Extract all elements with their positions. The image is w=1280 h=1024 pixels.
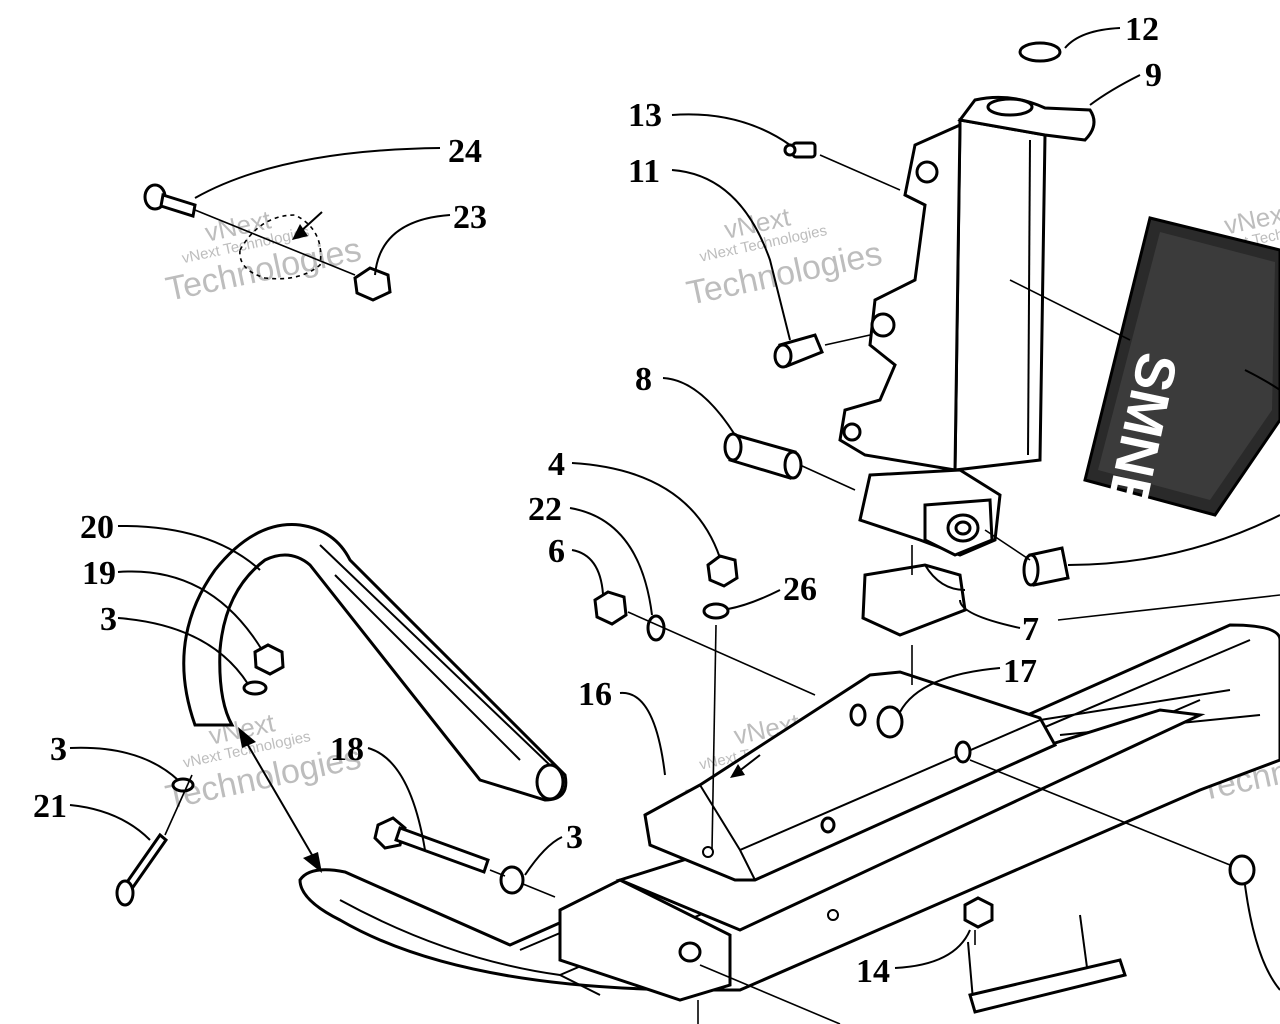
assembly-arrow-left bbox=[238, 727, 322, 873]
callout-26: 26 bbox=[783, 571, 817, 608]
bushing-8-part bbox=[723, 432, 803, 480]
spindle-housing bbox=[838, 95, 1096, 557]
callout-17: 17 bbox=[1003, 653, 1037, 690]
callout-24: 24 bbox=[448, 133, 482, 170]
assembly-arrow-top-left bbox=[292, 211, 323, 240]
nut-23-part bbox=[353, 266, 392, 302]
bushing-ghost-part bbox=[239, 214, 322, 280]
callout-8: 8 bbox=[635, 361, 652, 398]
bolt-18-part bbox=[373, 816, 490, 874]
nut-14-part bbox=[963, 896, 994, 929]
grease-fitting-part bbox=[783, 141, 817, 159]
callout-22: 22 bbox=[528, 491, 562, 528]
callout-3-upper: 3 bbox=[100, 601, 117, 638]
nut-6-part bbox=[593, 590, 628, 626]
callout-6: 6 bbox=[548, 533, 565, 570]
callout-16: 16 bbox=[578, 676, 612, 713]
callout-14: 14 bbox=[856, 953, 890, 990]
callout-12: 12 bbox=[1125, 11, 1159, 48]
callout-11: 11 bbox=[628, 153, 660, 190]
washer-3c-part bbox=[499, 865, 525, 895]
bolt-24-part bbox=[143, 183, 197, 218]
assembly-centerlines bbox=[164, 154, 1280, 1024]
nut-19-part bbox=[253, 643, 285, 676]
decal-panel: SMNE bbox=[1083, 216, 1280, 519]
wear-bar-part bbox=[967, 914, 1127, 1014]
bolt-21-part bbox=[115, 832, 169, 907]
washer-22-part bbox=[646, 614, 666, 642]
assembly-arrow-center bbox=[730, 754, 761, 778]
callout-19: 19 bbox=[82, 555, 116, 592]
callout-7: 7 bbox=[1022, 611, 1039, 648]
callout-20: 20 bbox=[80, 509, 114, 546]
bushing-11-part bbox=[773, 333, 824, 369]
rubber-block-part bbox=[861, 563, 967, 637]
callout-9: 9 bbox=[1145, 57, 1162, 94]
washer-17-part bbox=[876, 705, 904, 739]
callout-13: 13 bbox=[628, 97, 662, 134]
callout-23: 23 bbox=[453, 199, 487, 236]
ski-handle-part bbox=[182, 523, 568, 802]
nut-4-part bbox=[706, 554, 739, 588]
washer-3a-part bbox=[242, 680, 268, 696]
washer-26-part bbox=[702, 602, 730, 620]
leader-lines bbox=[69, 27, 1280, 991]
callout-4: 4 bbox=[548, 446, 565, 483]
callout-18: 18 bbox=[330, 731, 364, 768]
callout-21: 21 bbox=[33, 788, 67, 825]
callout-3-lower: 3 bbox=[566, 819, 583, 856]
bushing-right-part bbox=[1022, 546, 1070, 587]
cap-part bbox=[1018, 41, 1062, 63]
callout-3-left: 3 bbox=[50, 731, 67, 768]
washer-right-part bbox=[1228, 854, 1256, 886]
